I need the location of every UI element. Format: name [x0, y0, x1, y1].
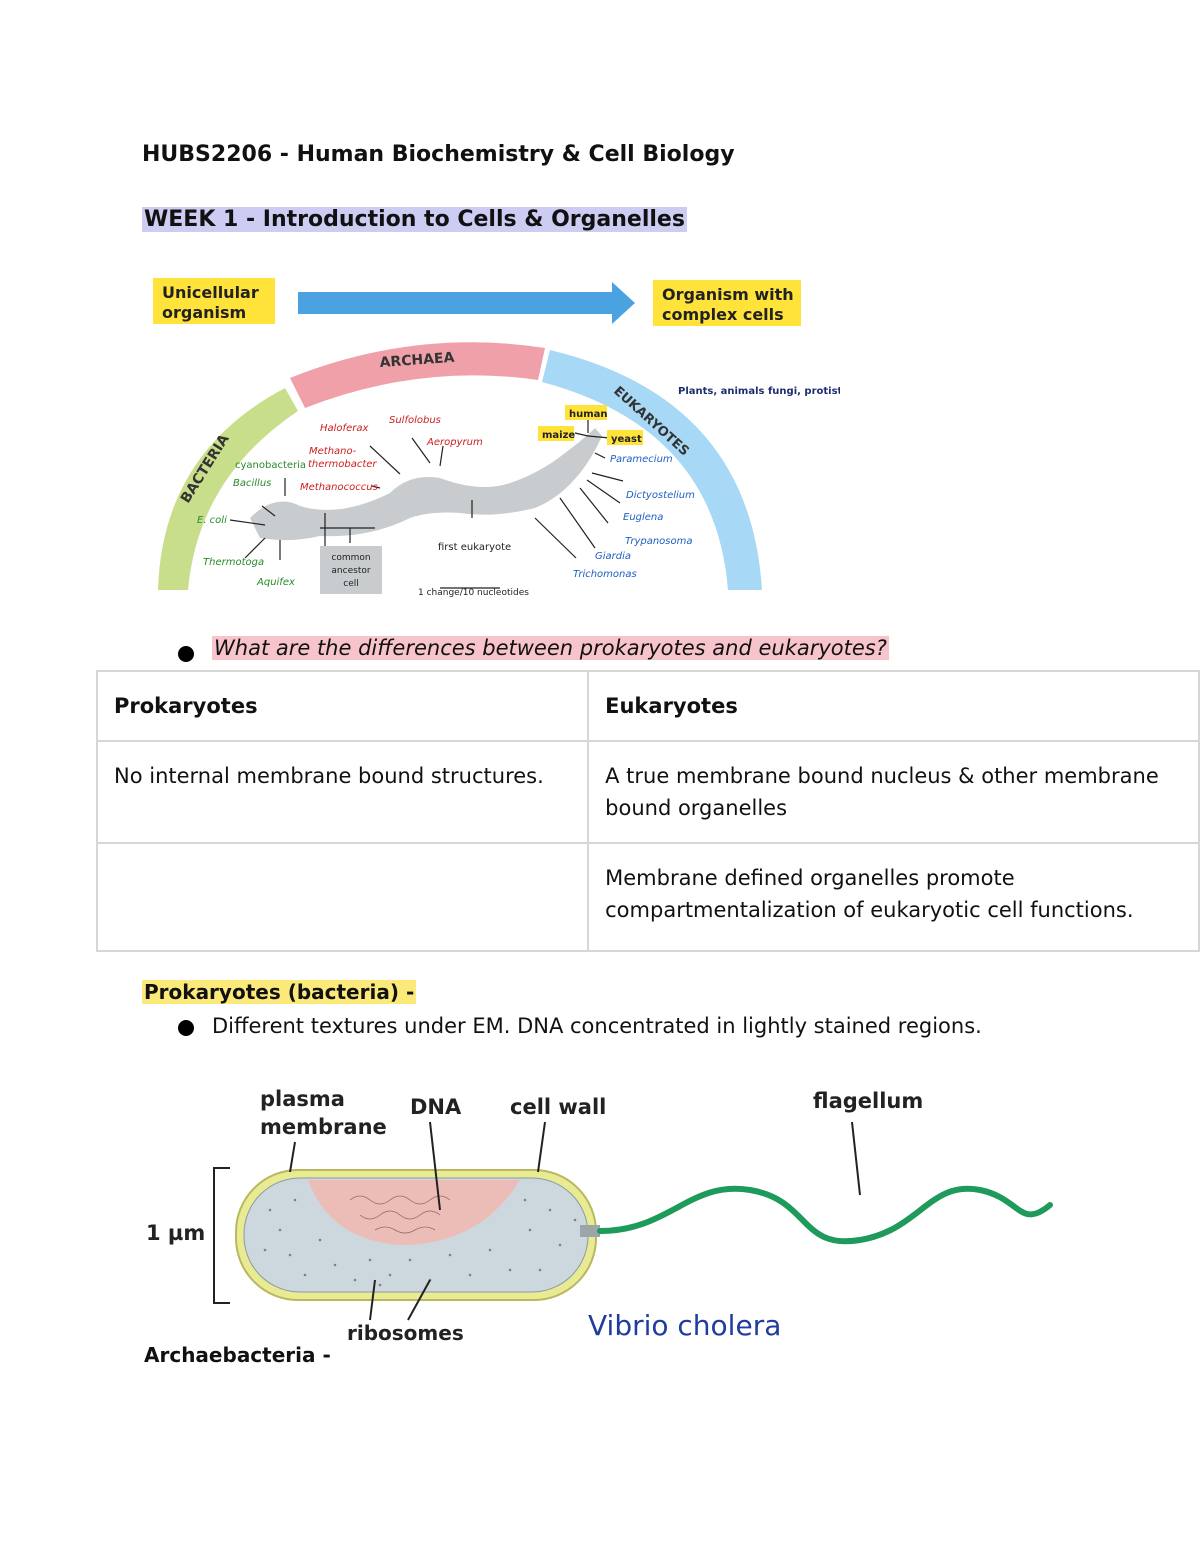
cell-wall-label: cell wall	[510, 1095, 606, 1119]
ancestor-label-2: ancestor	[331, 566, 370, 576]
header-eukaryotes: Eukaryotes	[587, 670, 1200, 742]
bacteria-band	[158, 388, 298, 590]
taxon-methano: Methano-	[309, 446, 357, 457]
taxon-cyanobacteria: cyanobacteria	[235, 460, 306, 471]
cell-prokaryote-membranes: No internal membrane bound structures.	[95, 740, 590, 844]
first-eukaryote-label: first eukaryote	[438, 542, 511, 553]
evolution-arrow	[298, 282, 635, 324]
taxon-giardia: Giardia	[595, 551, 631, 562]
course-title: HUBS2206 - Human Biochemistry & Cell Bio…	[142, 142, 735, 167]
cell-eukaryote-compartments: Membrane defined organelles promote comp…	[587, 842, 1200, 952]
tree-trunk	[250, 428, 602, 541]
bacterium-figure: plasma membrane DNA cell wall flagellum …	[146, 1087, 1053, 1345]
tree-of-life-figure: Unicellular organism Organism with compl…	[153, 278, 840, 598]
flagellum-label: flagellum	[813, 1089, 923, 1113]
taxon-human: human	[569, 409, 608, 420]
ancestor-box	[320, 546, 382, 594]
complex-cells-label-2: complex cells	[662, 305, 784, 324]
archaebacteria-heading: Archaebacteria -	[144, 1343, 331, 1367]
taxon-haloferax: Haloferax	[320, 423, 368, 434]
archaea-label: ARCHAEA	[379, 350, 455, 371]
comparison-table: Prokaryotes Eukaryotes No internal membr…	[95, 670, 1200, 952]
eukaryotes-band	[542, 350, 762, 590]
cell-prokaryote-empty	[95, 842, 590, 952]
taxon-maize: maize	[542, 430, 575, 441]
plasma-label-1: plasma	[260, 1087, 345, 1111]
human-box	[565, 405, 607, 420]
taxon-thermotoga: Thermotoga	[203, 557, 264, 568]
ribosome-dots	[263, 1198, 577, 1287]
table-row: Membrane defined organelles promote comp…	[95, 842, 1200, 952]
taxon-paramecium: Paramecium	[610, 454, 673, 465]
taxon-euglena: Euglena	[623, 512, 663, 523]
taxon-trichomonas: Trichomonas	[573, 569, 637, 580]
complex-cells-box	[653, 280, 801, 326]
taxon-methanococcus: Methanococcus	[300, 482, 378, 493]
flagellum-hook	[580, 1225, 600, 1237]
unicellular-label-2: organism	[162, 303, 246, 322]
taxon-thermobacter: thermobacter	[308, 459, 377, 470]
prokaryotes-bullet-text: Different textures under EM. DNA concent…	[212, 1014, 982, 1038]
scale-label: 1 change/10 nucleotides	[418, 588, 529, 598]
bullet-icon	[178, 1020, 194, 1036]
ancestor-label-1: common	[331, 553, 370, 563]
taxon-sulfolobus: Sulfolobus	[389, 415, 441, 426]
taxon-ecoli: E. coli	[197, 515, 227, 526]
taxon-aeropyrum: Aeropyrum	[426, 437, 483, 448]
complex-cells-label-1: Organism with	[662, 285, 794, 304]
differences-question: What are the differences between prokary…	[212, 636, 889, 660]
maize-box	[538, 426, 574, 441]
table-header-row: Prokaryotes Eukaryotes	[95, 670, 1200, 742]
plasma-label-2: membrane	[260, 1115, 387, 1139]
unicellular-box	[153, 278, 275, 324]
table-row: No internal membrane bound structures. A…	[95, 740, 1200, 844]
scale-label: 1 µm	[146, 1221, 205, 1245]
scale-bracket	[213, 1167, 230, 1304]
cell-eukaryote-nucleus: A true membrane bound nucleus & other me…	[587, 740, 1200, 844]
header-prokaryotes: Prokaryotes	[95, 670, 590, 742]
unicellular-label-1: Unicellular	[162, 283, 259, 302]
flagellum	[597, 1185, 1053, 1245]
taxon-aquifex: Aquifex	[256, 577, 295, 588]
yeast-box	[607, 430, 643, 445]
dna-label: DNA	[410, 1095, 462, 1119]
taxon-trypanosoma: Trypanosoma	[625, 536, 693, 547]
species-label: Vibrio cholera	[588, 1309, 781, 1342]
taxon-bacillus: Bacillus	[233, 478, 271, 489]
dna-strands	[349, 1195, 451, 1234]
archaea-band	[290, 342, 545, 408]
ribosomes-label: ribosomes	[347, 1321, 464, 1345]
eukaryote-note: Plants, animals fungi, protists	[678, 386, 840, 397]
prokaryotes-heading: Prokaryotes (bacteria) -	[142, 980, 417, 1004]
bullet-icon	[178, 646, 194, 662]
taxon-dictyostelium: Dictyostelium	[626, 490, 695, 501]
ancestor-label-3: cell	[343, 579, 359, 589]
week-heading: WEEK 1 - Introduction to Cells & Organel…	[142, 207, 687, 232]
taxon-yeast: yeast	[611, 434, 642, 445]
